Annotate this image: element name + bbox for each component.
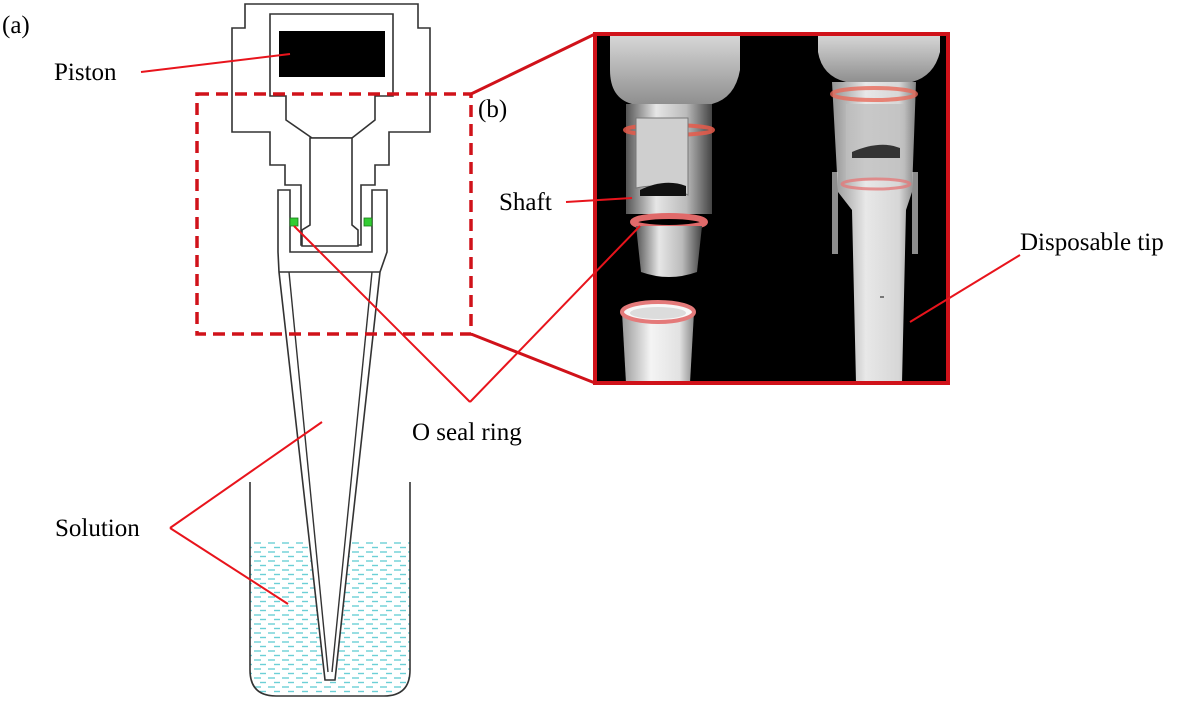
leader-solution-tip: [169, 421, 323, 529]
photo-frame: [593, 32, 950, 385]
leader-o-ring-photo: [469, 225, 641, 403]
leader-disposable-tip: [909, 254, 1021, 323]
photo-tip-fin-left: [832, 172, 838, 254]
o-ring-left: [289, 217, 299, 227]
solution-label: Solution: [55, 515, 140, 542]
photo-pipette-body-right: [818, 34, 940, 82]
piston-label: Piston: [54, 59, 117, 86]
photo-shaft-shadow: [640, 182, 686, 196]
zoom-connector-top: [470, 32, 596, 96]
tip-inner-wall-left: [288, 271, 329, 673]
shaft-label: Shaft: [499, 189, 552, 216]
o-seal-ring-label: O seal ring: [412, 419, 522, 446]
photo-shaft-shadow-right: [852, 144, 900, 158]
leader-o-ring-schematic: [293, 225, 471, 403]
disposable-tip-label: Disposable tip: [1020, 229, 1164, 256]
beaker-wall: [249, 482, 411, 697]
photo-tip-opening-left: [630, 307, 686, 319]
panel-b-label: (b): [478, 96, 507, 123]
shaft-schematic: [301, 137, 359, 247]
zoom-region-dashed: [195, 92, 473, 336]
tip-inner-wall-right: [331, 271, 373, 673]
panel-a-label: (a): [2, 12, 30, 39]
pipette-schematic: [231, 3, 431, 697]
photo-tip-fin-right: [912, 172, 918, 254]
leader-piston: [140, 53, 291, 73]
leader-solution-beaker: [169, 527, 289, 605]
photo-shaft-nose: [636, 226, 702, 277]
o-ring-right: [363, 217, 373, 227]
zoom-connector-bottom: [470, 332, 596, 385]
photo-red-band-right-mid: [840, 177, 912, 191]
photo-panel: [595, 34, 948, 383]
photo-tip-mark: [880, 296, 884, 298]
piston-block: [279, 31, 385, 77]
photo-tip-top-left: [622, 312, 694, 383]
leader-shaft: [565, 197, 633, 203]
photo-shaft-in-tip: [846, 104, 904, 180]
photo-red-band-right-top: [830, 86, 918, 102]
photo-pipette-body-left: [610, 34, 740, 104]
